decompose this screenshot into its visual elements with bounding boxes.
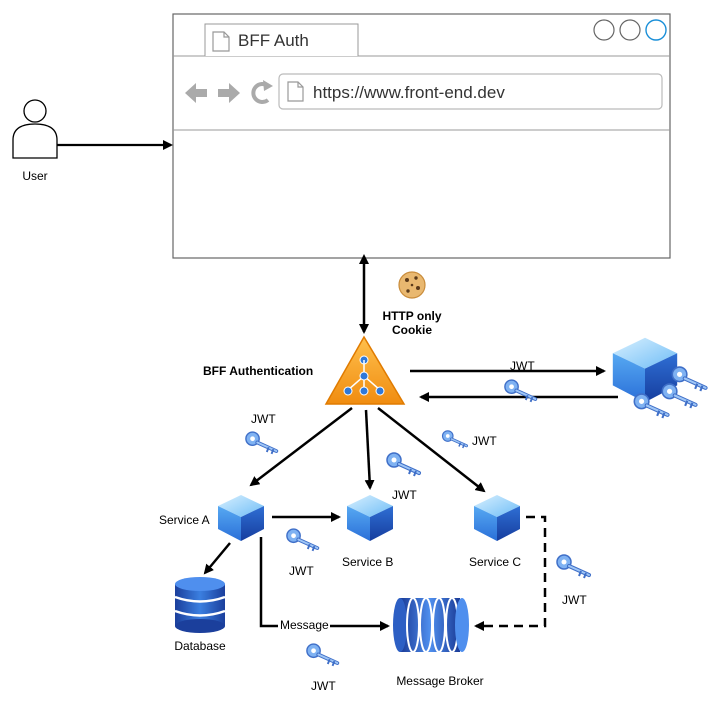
jwt-key-icon (244, 430, 279, 455)
service-a-cube-icon (218, 495, 264, 541)
message-label-bg (278, 618, 330, 632)
database-label: Database (174, 639, 226, 653)
jwt-label-broker: JWT (311, 679, 336, 693)
address-bar[interactable] (278, 73, 663, 110)
service-c-label: Service C (469, 555, 521, 569)
jwt-label-ab: JWT (289, 564, 314, 578)
message-broker-icon (393, 597, 469, 653)
cookie-label-line2: Cookie (392, 323, 432, 337)
bff-to-service-a-arrow (249, 407, 353, 487)
jwt-label-b: JWT (392, 488, 417, 502)
cookie-label-line1: HTTP only (382, 309, 441, 323)
service-b-label: Service B (342, 555, 393, 569)
service-c-cube-icon (474, 495, 520, 541)
jwt-label-c-broker: JWT (562, 593, 587, 607)
browser-tab-title: BFF Auth (238, 31, 309, 50)
minimize-button[interactable] (593, 19, 615, 41)
service-a-to-broker-arrow (259, 537, 390, 631)
jwt-key-icon (503, 378, 538, 403)
cookie-icon (398, 271, 426, 299)
page-icon (287, 81, 304, 102)
jwt-key-icon (305, 642, 340, 667)
user-icon (12, 99, 58, 159)
jwt-key-icon (441, 429, 469, 449)
bff-to-service-c-arrow (377, 407, 486, 493)
jwt-key-icon (285, 527, 320, 552)
jwt-label-a: JWT (251, 412, 276, 426)
back-arrow-icon[interactable] (185, 83, 207, 103)
service-a-to-database-arrow (203, 542, 231, 575)
identity-provider-cube-icon (612, 337, 706, 418)
service-b-cube-icon (347, 495, 393, 541)
jwt-key-icon (385, 451, 421, 477)
jwt-label-idp: JWT (510, 359, 535, 373)
bff-authentication-icon (324, 335, 406, 405)
browser-tab[interactable] (204, 23, 359, 56)
user-label: User (22, 169, 47, 183)
service-a-label: Service A (159, 513, 210, 527)
message-broker-label: Message Broker (396, 674, 483, 688)
forward-arrow-icon[interactable] (218, 83, 240, 103)
browser-window: BFF Auth https://www.front-end.dev (172, 13, 671, 259)
page-icon (212, 31, 230, 52)
bff-to-service-b-arrow (364, 409, 375, 490)
maximize-button[interactable] (619, 19, 641, 41)
message-label: Message (280, 618, 329, 632)
jwt-key-icon (555, 553, 591, 579)
url-text: https://www.front-end.dev (313, 83, 505, 102)
close-button[interactable] (645, 19, 667, 41)
reload-icon[interactable] (251, 80, 273, 104)
database-icon (174, 577, 226, 633)
bff-label: BFF Authentication (203, 364, 313, 378)
jwt-label-c: JWT (472, 434, 497, 448)
